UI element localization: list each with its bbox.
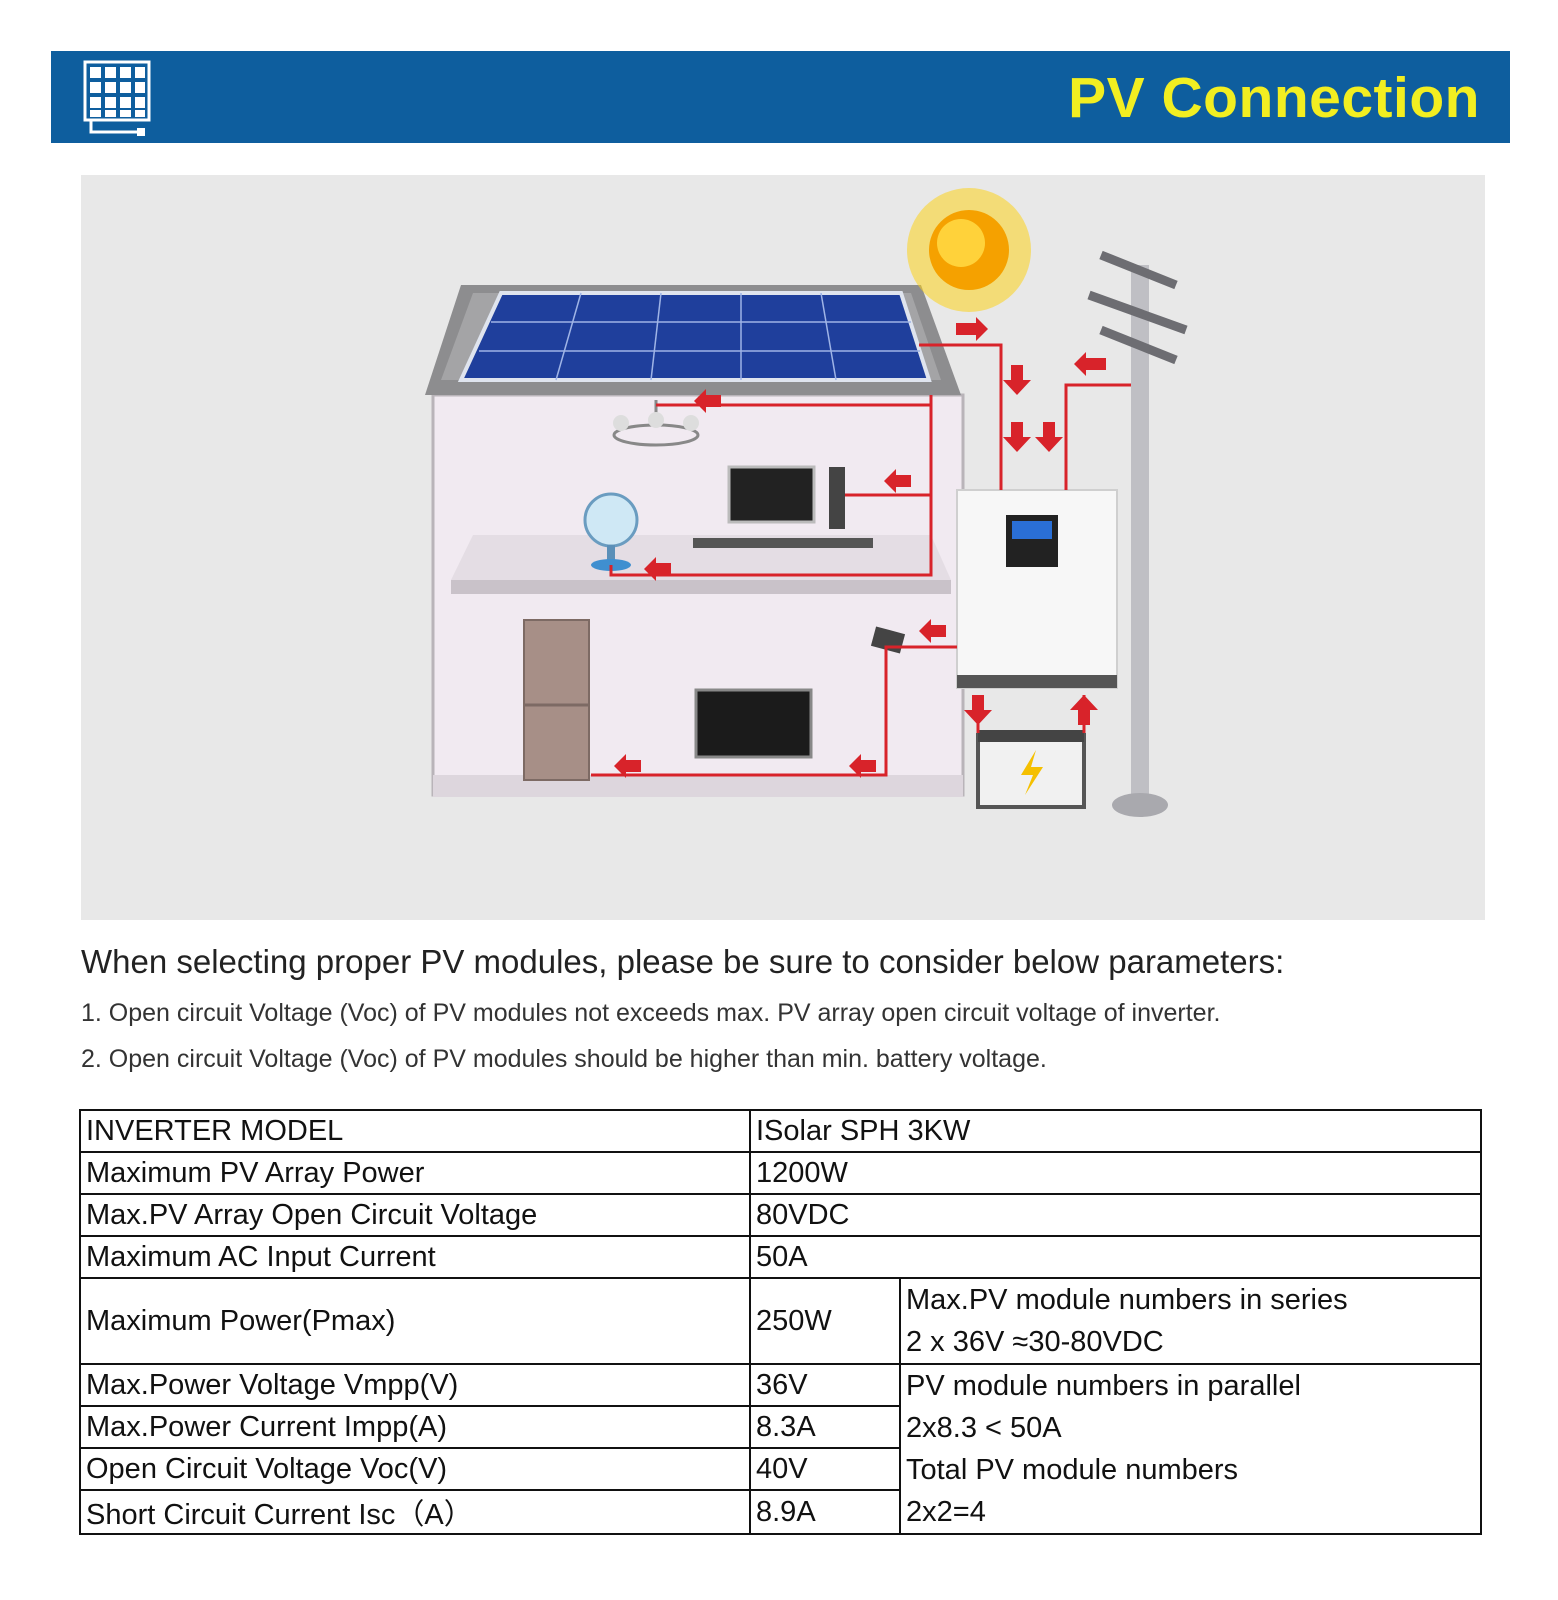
flow-arrows	[614, 317, 1106, 778]
fan-icon	[583, 492, 639, 571]
total-note-title: Total PV module numbers	[906, 1454, 1239, 1486]
row-value: 1200W	[749, 1151, 1482, 1195]
table-row: Max.Power Voltage Vmpp(V) 36V PV module …	[79, 1363, 1482, 1535]
page-title: PV Connection	[1068, 66, 1480, 130]
row-label: Maximum PV Array Power	[79, 1151, 751, 1195]
utility-pole-icon	[1087, 250, 1188, 817]
row-label: Short Circuit Current Isc（A）	[79, 1489, 751, 1535]
intro-point-1: 1. Open circuit Voltage (Voc) of PV modu…	[81, 999, 1221, 1027]
row-value: 40V	[749, 1447, 901, 1491]
row-value: ISolar SPH 3KW	[749, 1109, 1482, 1153]
table-row: Maximum AC Input Current 50A	[79, 1235, 1482, 1279]
row-value: 250W	[749, 1277, 901, 1365]
battery-icon	[976, 730, 1086, 809]
row-value: 8.9A	[749, 1489, 901, 1535]
series-note-value: 2 x 36V ≈30-80VDC	[906, 1326, 1164, 1358]
pv-connection-illustration	[81, 175, 1485, 920]
series-note-title: Max.PV module numbers in series	[906, 1284, 1348, 1316]
table-row: Short Circuit Current Isc（A） 8.9A	[79, 1489, 1481, 1535]
solar-panel-icon	[457, 291, 932, 382]
total-note-value: 2x2=4	[906, 1496, 986, 1528]
tv-icon	[694, 688, 813, 759]
row-label: Maximum Power(Pmax)	[79, 1277, 751, 1365]
row-value: 36V	[749, 1363, 901, 1407]
table-row: Max.PV Array Open Circuit Voltage 80VDC	[79, 1193, 1482, 1237]
intro-point-2: 2. Open circuit Voltage (Voc) of PV modu…	[81, 1045, 1047, 1073]
solar-panel-icon	[83, 60, 151, 136]
series-note-cell: Max.PV module numbers in series 2 x 36V …	[899, 1277, 1482, 1365]
sun-icon	[907, 188, 1031, 312]
row-value: 8.3A	[749, 1405, 901, 1449]
table-row: Max.Power Current Impp(A) 8.3A	[79, 1405, 1481, 1449]
parallel-note-title: PV module numbers in parallel	[906, 1370, 1301, 1402]
spec-table: INVERTER MODEL ISolar SPH 3KW Maximum PV…	[79, 1109, 1482, 1535]
table-row: INVERTER MODEL ISolar SPH 3KW	[79, 1109, 1482, 1153]
refrigerator-icon	[523, 619, 590, 781]
row-label: INVERTER MODEL	[79, 1109, 751, 1153]
header-banner: PV Connection	[51, 51, 1510, 143]
row-label: Max.Power Current Impp(A)	[79, 1405, 751, 1449]
row-label: Open Circuit Voltage Voc(V)	[79, 1447, 751, 1491]
intro-heading: When selecting proper PV modules, please…	[81, 943, 1285, 980]
row-value: 80VDC	[749, 1193, 1482, 1237]
parallel-note-cell: PV module numbers in parallel 2x8.3 < 50…	[899, 1363, 1482, 1535]
table-row: Open Circuit Voltage Voc(V) 40V	[79, 1447, 1481, 1491]
parallel-note-value: 2x8.3 < 50A	[906, 1412, 1062, 1444]
row-label: Max.Power Voltage Vmpp(V)	[79, 1363, 751, 1407]
row-label: Maximum AC Input Current	[79, 1235, 751, 1279]
chandelier-icon	[612, 400, 700, 447]
table-row: Maximum PV Array Power 1200W	[79, 1151, 1482, 1195]
row-label: Max.PV Array Open Circuit Voltage	[79, 1193, 751, 1237]
inverter-icon	[956, 489, 1118, 689]
computer-icon	[693, 465, 873, 548]
table-row: Maximum Power(Pmax) 250W Max.PV module n…	[79, 1277, 1482, 1365]
row-value: 50A	[749, 1235, 1482, 1279]
